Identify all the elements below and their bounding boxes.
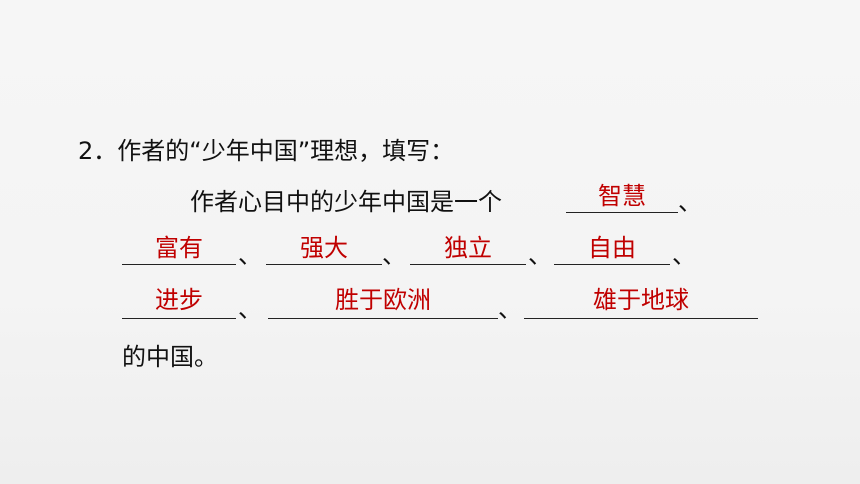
blank-3[interactable] bbox=[266, 264, 382, 265]
blank-8[interactable] bbox=[524, 318, 758, 319]
separator: 、 bbox=[498, 295, 522, 323]
separator: 、 bbox=[382, 241, 406, 269]
separator: 、 bbox=[238, 295, 262, 323]
blank-1[interactable] bbox=[566, 212, 678, 213]
separator: 、 bbox=[528, 241, 552, 269]
answer-5: 自由 bbox=[588, 234, 636, 262]
answer-3: 强大 bbox=[300, 234, 348, 262]
blank-5[interactable] bbox=[554, 264, 670, 265]
answer-6: 进步 bbox=[155, 286, 203, 314]
blank-4[interactable] bbox=[410, 264, 526, 265]
intro-text: 作者心目中的少年中国是一个 bbox=[190, 188, 502, 216]
question-title: 作者的“少年中国”理想，填写： bbox=[117, 137, 455, 165]
answer-2: 富有 bbox=[155, 234, 203, 262]
question-number: 2． bbox=[78, 137, 118, 165]
answer-4: 独立 bbox=[444, 234, 492, 262]
separator: 、 bbox=[678, 188, 702, 216]
blank-7[interactable] bbox=[268, 318, 498, 319]
answer-7: 胜于欧洲 bbox=[335, 286, 431, 314]
answer-8: 雄于地球 bbox=[593, 286, 689, 314]
separator: 、 bbox=[238, 241, 262, 269]
answer-1: 智慧 bbox=[598, 182, 646, 210]
separator: 、 bbox=[672, 241, 696, 269]
blank-6[interactable] bbox=[122, 318, 236, 319]
question-heading: 2．作者的“少年中国”理想，填写： bbox=[78, 136, 454, 166]
blank-2[interactable] bbox=[122, 264, 236, 265]
ending-text: 的中国。 bbox=[122, 343, 218, 371]
